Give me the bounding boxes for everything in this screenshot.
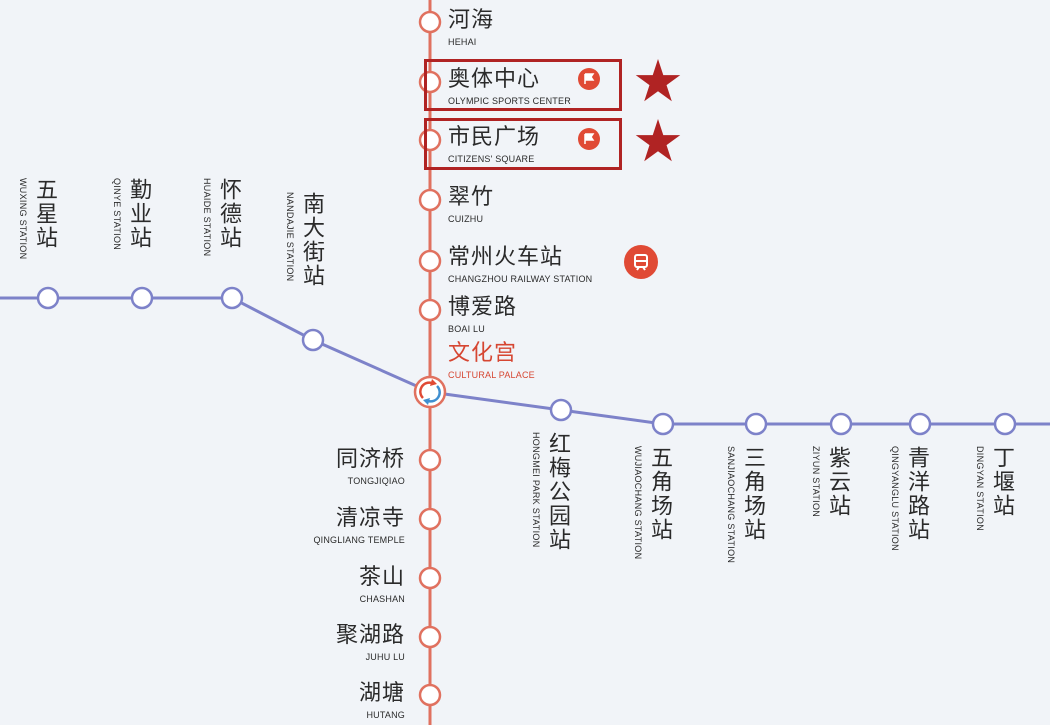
station-node-ziyun bbox=[829, 412, 853, 436]
station-label-olympic: 奥体中心 OLYMPIC SPORTS CENTER bbox=[448, 67, 571, 107]
station-node-boailu bbox=[418, 298, 442, 322]
station-node-tongjiqiao bbox=[418, 448, 442, 472]
station-node-wujiaochang bbox=[651, 412, 675, 436]
station-label-wujiaochang: 五角场站 WUJIAOCHANG STATION bbox=[633, 446, 672, 560]
station-node-huaide bbox=[220, 286, 244, 310]
station-node-sanjiaochang bbox=[744, 412, 768, 436]
station-label-qingliang: 清凉寺 QINGLIANG TEMPLE bbox=[313, 506, 405, 546]
station-label-hongmei: 红梅公园站 HONGMEI PARK STATION bbox=[531, 432, 570, 552]
station-label-huaide: 怀德站 HUAIDE STATION bbox=[202, 178, 241, 257]
station-node-hongmei bbox=[549, 398, 573, 422]
station-label-chashan: 茶山 CHASHAN bbox=[358, 565, 405, 605]
station-label-wuxing: 五星站 WUXING STATION bbox=[18, 178, 57, 260]
station-label-hutang: 湖塘 HUTANG bbox=[358, 681, 405, 721]
railway-icon bbox=[624, 245, 658, 279]
station-label-hehai: 河海 HEHAI bbox=[448, 8, 495, 48]
station-node-qingliang bbox=[418, 507, 442, 531]
station-label-citizens: 市民广场 CITIZENS' SQUARE bbox=[448, 125, 541, 165]
station-node-hutang bbox=[418, 683, 442, 707]
station-label-sanjiaochang: 三角场站 SANJIAOCHANG STATION bbox=[726, 446, 765, 564]
flag-icon bbox=[578, 68, 600, 90]
station-node-chashan bbox=[418, 566, 442, 590]
flag-icon bbox=[578, 128, 600, 150]
station-label-nandajie: 南大街站 NANDAJIE STATION bbox=[285, 192, 324, 288]
highlight-box-citizens bbox=[424, 118, 622, 170]
station-label-ziyun: 紫云站 ZIYUN STATION bbox=[811, 446, 850, 518]
station-label-tongjiqiao: 同济桥 TONGJIQIAO bbox=[335, 447, 405, 487]
station-node-dingyan bbox=[993, 412, 1017, 436]
station-node-nandajie bbox=[301, 328, 325, 352]
line1-stations bbox=[418, 10, 442, 707]
station-node-qinye bbox=[130, 286, 154, 310]
station-node-qingyanglu bbox=[908, 412, 932, 436]
station-label-changzhou-railway: 常州火车站 CHANGZHOU RAILWAY STATION bbox=[448, 245, 593, 285]
station-node-cuizhu bbox=[418, 188, 442, 212]
station-label-dingyan: 丁堰站 DINGYAN STATION bbox=[975, 446, 1014, 532]
station-node-changzhou-railway bbox=[418, 249, 442, 273]
star-icon: ★ bbox=[632, 107, 684, 175]
station-label-qinye: 勤业站 QINYE STATION bbox=[112, 178, 151, 251]
station-node-hehai bbox=[418, 10, 442, 34]
station-label-cultural-palace: 文化宫 CULTURAL PALACE bbox=[448, 341, 535, 381]
station-label-boailu: 博爱路 BOAI LU bbox=[448, 295, 518, 335]
highlight-box-olympic bbox=[424, 59, 622, 111]
station-node-juhulu bbox=[418, 625, 442, 649]
station-label-cuizhu: 翠竹 CUIZHU bbox=[448, 185, 495, 225]
star-icon: ★ bbox=[632, 47, 684, 115]
line2-stations bbox=[36, 286, 1017, 436]
station-node-wuxing bbox=[36, 286, 60, 310]
station-label-qingyanglu: 青洋路站 QINGYANGLU STATION bbox=[890, 446, 929, 551]
station-label-juhulu: 聚湖路 JUHU LU bbox=[335, 623, 405, 663]
interchange-icon bbox=[413, 375, 447, 409]
